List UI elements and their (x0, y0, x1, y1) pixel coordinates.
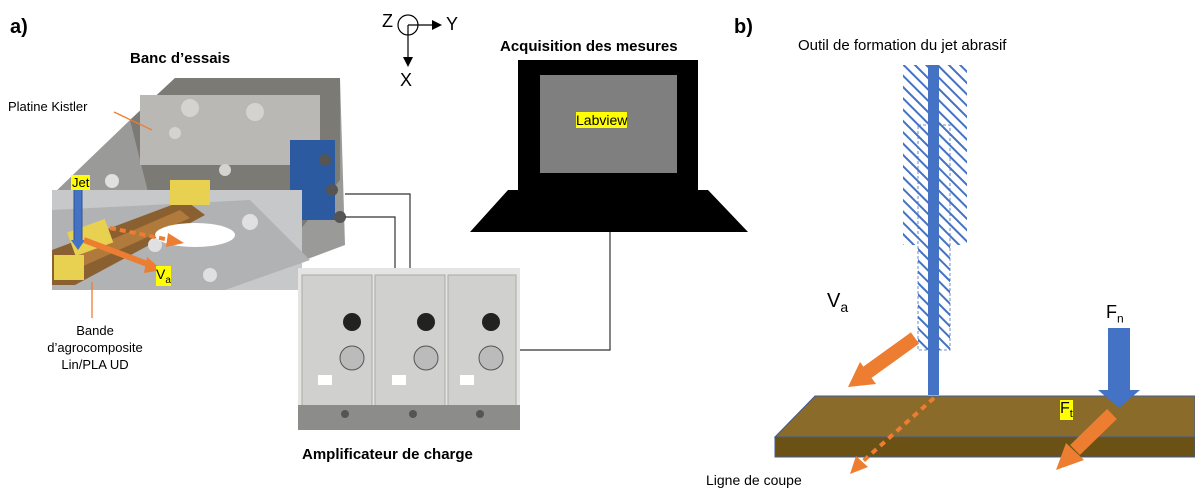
cut-line-label: Ligne de coupe (706, 472, 802, 488)
strip-label-line-3: Lin/PLA UD (61, 357, 129, 372)
panel-b-tag: b) (734, 16, 753, 38)
fn-arrow-shaft (1108, 328, 1130, 390)
ft-label-sub: t (1069, 408, 1073, 421)
bench-title: Banc d’essais (130, 50, 231, 67)
tool-title: Outil de formation du jet abrasif (798, 37, 1007, 54)
va-label-b-main: V (827, 290, 841, 312)
panel-a-tag: a) (10, 16, 28, 38)
va-label-b-sub: a (840, 299, 849, 315)
jet-label: Jet (71, 175, 91, 190)
charge-amplifier-photo (298, 268, 520, 430)
va-arrow-a (82, 237, 152, 268)
acquisition-title: Acquisition des mesures (500, 38, 678, 55)
labview-label: Labview (576, 112, 628, 128)
axis-x-arrowhead (403, 57, 413, 67)
cable-2 (345, 216, 396, 268)
ft-label-main: F (1060, 400, 1070, 417)
fn-label-main: F (1106, 302, 1117, 322)
jet-label-text: Jet (71, 175, 91, 190)
cut-arrow-a (109, 226, 171, 242)
axis-x-label: X (400, 70, 413, 90)
platine-label: Platine Kistler (8, 99, 88, 114)
va-label-a-sub: a (165, 274, 171, 286)
fn-label-sub: n (1117, 311, 1124, 326)
strip-label-line-2: d’agrocomposite (47, 340, 143, 355)
abrasive-jet (928, 65, 939, 395)
va-label-a-main: V (156, 266, 166, 282)
cable-1 (345, 193, 411, 268)
amplifier-title: Amplificateur de charge (302, 446, 473, 463)
axis-y-label: Y (446, 14, 459, 34)
strip-label-line-1: Bande (76, 323, 114, 338)
axis-triad (397, 14, 432, 58)
fn-label: Fn (1106, 302, 1124, 326)
ft-label: Ft (1060, 400, 1073, 421)
axis-z-label: Z (382, 11, 393, 31)
va-label-b: Va (827, 290, 848, 315)
workpiece-top (773, 395, 1195, 438)
jet-arrow-head (71, 240, 85, 250)
fn-arrow-head (1098, 390, 1140, 408)
strip-label: Bande d’agrocomposite Lin/PLA UD (30, 322, 160, 373)
axis-y-arrowhead (432, 20, 442, 30)
ft-arrow (1070, 408, 1117, 456)
test-bench-photo (52, 78, 346, 290)
va-label-a: Va (156, 266, 171, 286)
workpiece-front (774, 436, 1195, 458)
cut-line-arrow (860, 396, 936, 464)
cable-3 (520, 232, 611, 351)
platine-pointer (113, 111, 153, 131)
va-arrow-b (860, 332, 920, 380)
